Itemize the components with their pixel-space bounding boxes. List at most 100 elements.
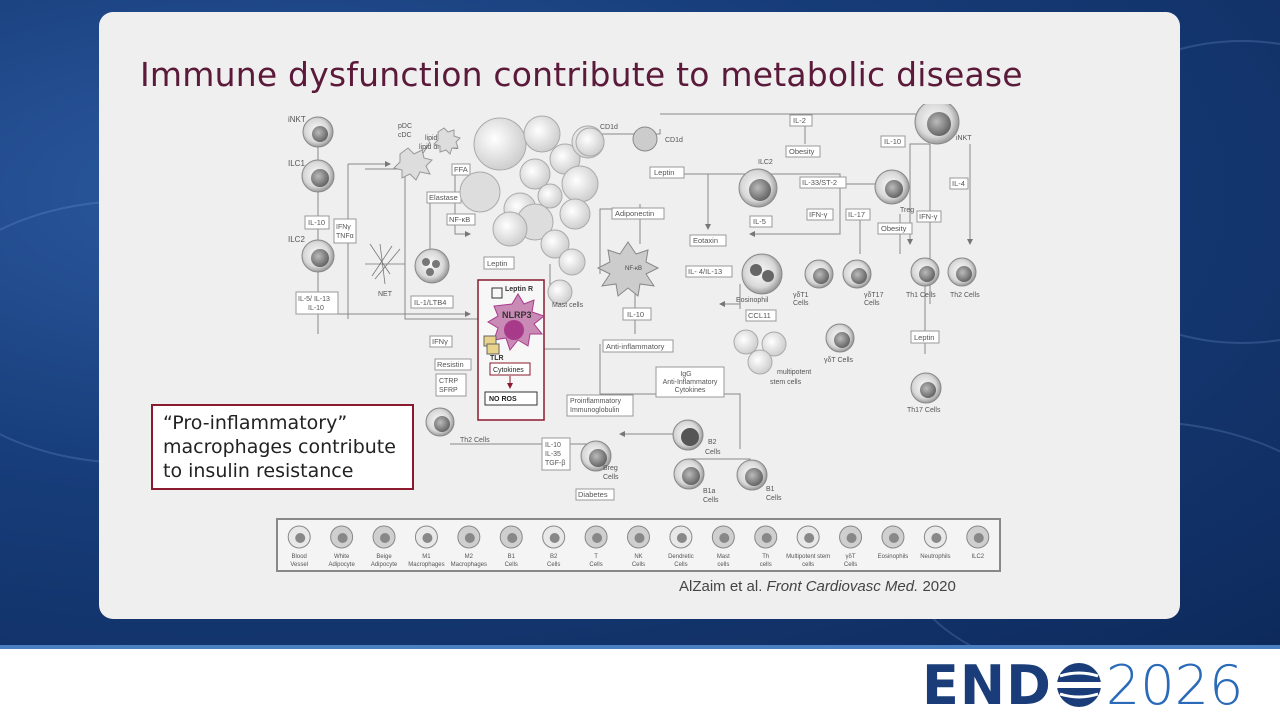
svg-text:Cells: Cells	[603, 474, 619, 481]
svg-text:Elastase: Elastase	[429, 193, 458, 202]
svg-text:Leptin R: Leptin R	[505, 286, 533, 293]
svg-text:lipid droplets: lipid droplets	[419, 144, 459, 151]
svg-text:CCL11: CCL11	[748, 311, 771, 320]
svg-text:Eotaxin: Eotaxin	[693, 236, 718, 245]
svg-text:Cytokines: Cytokines	[493, 367, 524, 374]
m1-macrophage-panel: Leptin R NLRP3 TLR Cytokines NO ROS	[477, 279, 546, 421]
endo-2026-logo: END 2026	[922, 653, 1244, 717]
legend-label: Cells	[547, 562, 560, 568]
svg-text:multipotent: multipotent	[777, 369, 811, 376]
svg-text:Th17 Cells: Th17 Cells	[907, 407, 941, 414]
svg-text:Cells: Cells	[793, 300, 809, 307]
svg-text:Diabetes: Diabetes	[578, 490, 608, 499]
cell-eosinophil: Eosinophil	[736, 253, 783, 304]
logo-brand: END	[922, 653, 1052, 717]
svg-text:IL-10: IL-10	[545, 442, 561, 449]
svg-text:Treg: Treg	[900, 207, 914, 214]
svg-text:Leptin: Leptin	[914, 333, 934, 342]
svg-text:NO ROS: NO ROS	[489, 396, 517, 403]
svg-text:lipid: lipid	[425, 135, 438, 142]
svg-text:IL-10: IL-10	[308, 218, 325, 227]
svg-text:SFRP: SFRP	[439, 387, 458, 394]
macrophage-callout: “Pro-inflammatory” macrophages contribut…	[151, 404, 414, 490]
net-structure: NET	[365, 243, 405, 298]
cell-th1: Th1 Cells	[906, 257, 940, 299]
legend-label: B1	[508, 554, 516, 560]
citation-authors: AlZaim et al.	[679, 578, 763, 595]
legend-label: Dendretic	[668, 554, 694, 560]
svg-text:B2: B2	[708, 439, 717, 446]
svg-text:Breg: Breg	[603, 465, 618, 472]
cell-th17: Th17 Cells	[907, 372, 942, 414]
logo-year: 2026	[1105, 653, 1244, 717]
svg-text:ILC1: ILC1	[288, 159, 305, 168]
legend-label: Macrophages	[408, 562, 444, 568]
svg-text:IL-10: IL-10	[627, 310, 644, 319]
legend-label: Cells	[674, 562, 687, 568]
svg-text:IL- 4/IL-13: IL- 4/IL-13	[688, 267, 722, 276]
svg-text:TLR: TLR	[490, 355, 504, 362]
legend-label: Vessel	[290, 562, 308, 568]
svg-text:Cells: Cells	[703, 497, 719, 504]
svg-text:IFNγ: IFNγ	[432, 337, 448, 346]
legend-label: Cells	[589, 562, 602, 568]
svg-text:Leptin: Leptin	[654, 168, 674, 177]
svg-text:iNKT: iNKT	[956, 135, 972, 142]
legend-label: White	[334, 554, 350, 560]
svg-text:γδT17: γδT17	[864, 292, 884, 299]
legend-label: γδT	[846, 554, 856, 560]
svg-text:IL-35: IL-35	[545, 451, 561, 458]
svg-text:Proinflammatory: Proinflammatory	[570, 398, 621, 405]
svg-text:IL-5: IL-5	[753, 217, 766, 226]
dendritic-cell	[393, 127, 461, 181]
legend-label: Neutrophils	[920, 554, 950, 560]
svg-text:CD1d: CD1d	[600, 124, 618, 131]
legend-label: NK	[634, 554, 642, 560]
svg-text:Cells: Cells	[864, 300, 880, 307]
svg-text:ILC2: ILC2	[758, 159, 773, 166]
svg-text:Cytokines: Cytokines	[675, 387, 706, 394]
svg-text:IL-33/ST-2: IL-33/ST-2	[802, 178, 837, 187]
legend-label: Eosinophils	[878, 554, 909, 560]
legend-label: Multipotent stem	[786, 554, 830, 560]
footer-stripe	[0, 645, 1280, 649]
svg-text:IL-10: IL-10	[884, 137, 901, 146]
svg-text:NET: NET	[378, 291, 393, 298]
cell-ilc2-left: ILC2	[288, 235, 335, 273]
svg-text:FFA: FFA	[454, 165, 468, 174]
svg-text:pDC: pDC	[398, 123, 412, 130]
legend-label: Blood	[292, 554, 307, 560]
m2-macrophage: NF-κB	[596, 241, 660, 297]
callout-line-3: to insulin resistance	[163, 460, 354, 482]
svg-text:NLRP3: NLRP3	[502, 310, 532, 320]
svg-text:Mast cells: Mast cells	[552, 302, 584, 309]
callout-line-2: macrophages contribute	[163, 436, 396, 458]
globe-icon	[1056, 663, 1101, 707]
legend-label: cells	[717, 562, 729, 568]
cell-th2-left: Th2 Cells	[425, 407, 490, 444]
svg-text:Cells: Cells	[766, 495, 782, 502]
svg-text:IL-4: IL-4	[952, 179, 965, 188]
legend-item: Eosinophils	[878, 525, 909, 560]
legend-label: Beige	[376, 554, 392, 560]
cell-inkt-right: iNKT	[914, 104, 972, 145]
legend-label: cells	[802, 562, 814, 568]
svg-text:B1: B1	[766, 486, 775, 493]
svg-text:γδT1: γδT1	[793, 292, 809, 299]
svg-text:IFNγ: IFNγ	[336, 224, 351, 231]
svg-text:Eosinophil: Eosinophil	[736, 297, 769, 304]
svg-text:Th2 Cells: Th2 Cells	[950, 292, 980, 299]
